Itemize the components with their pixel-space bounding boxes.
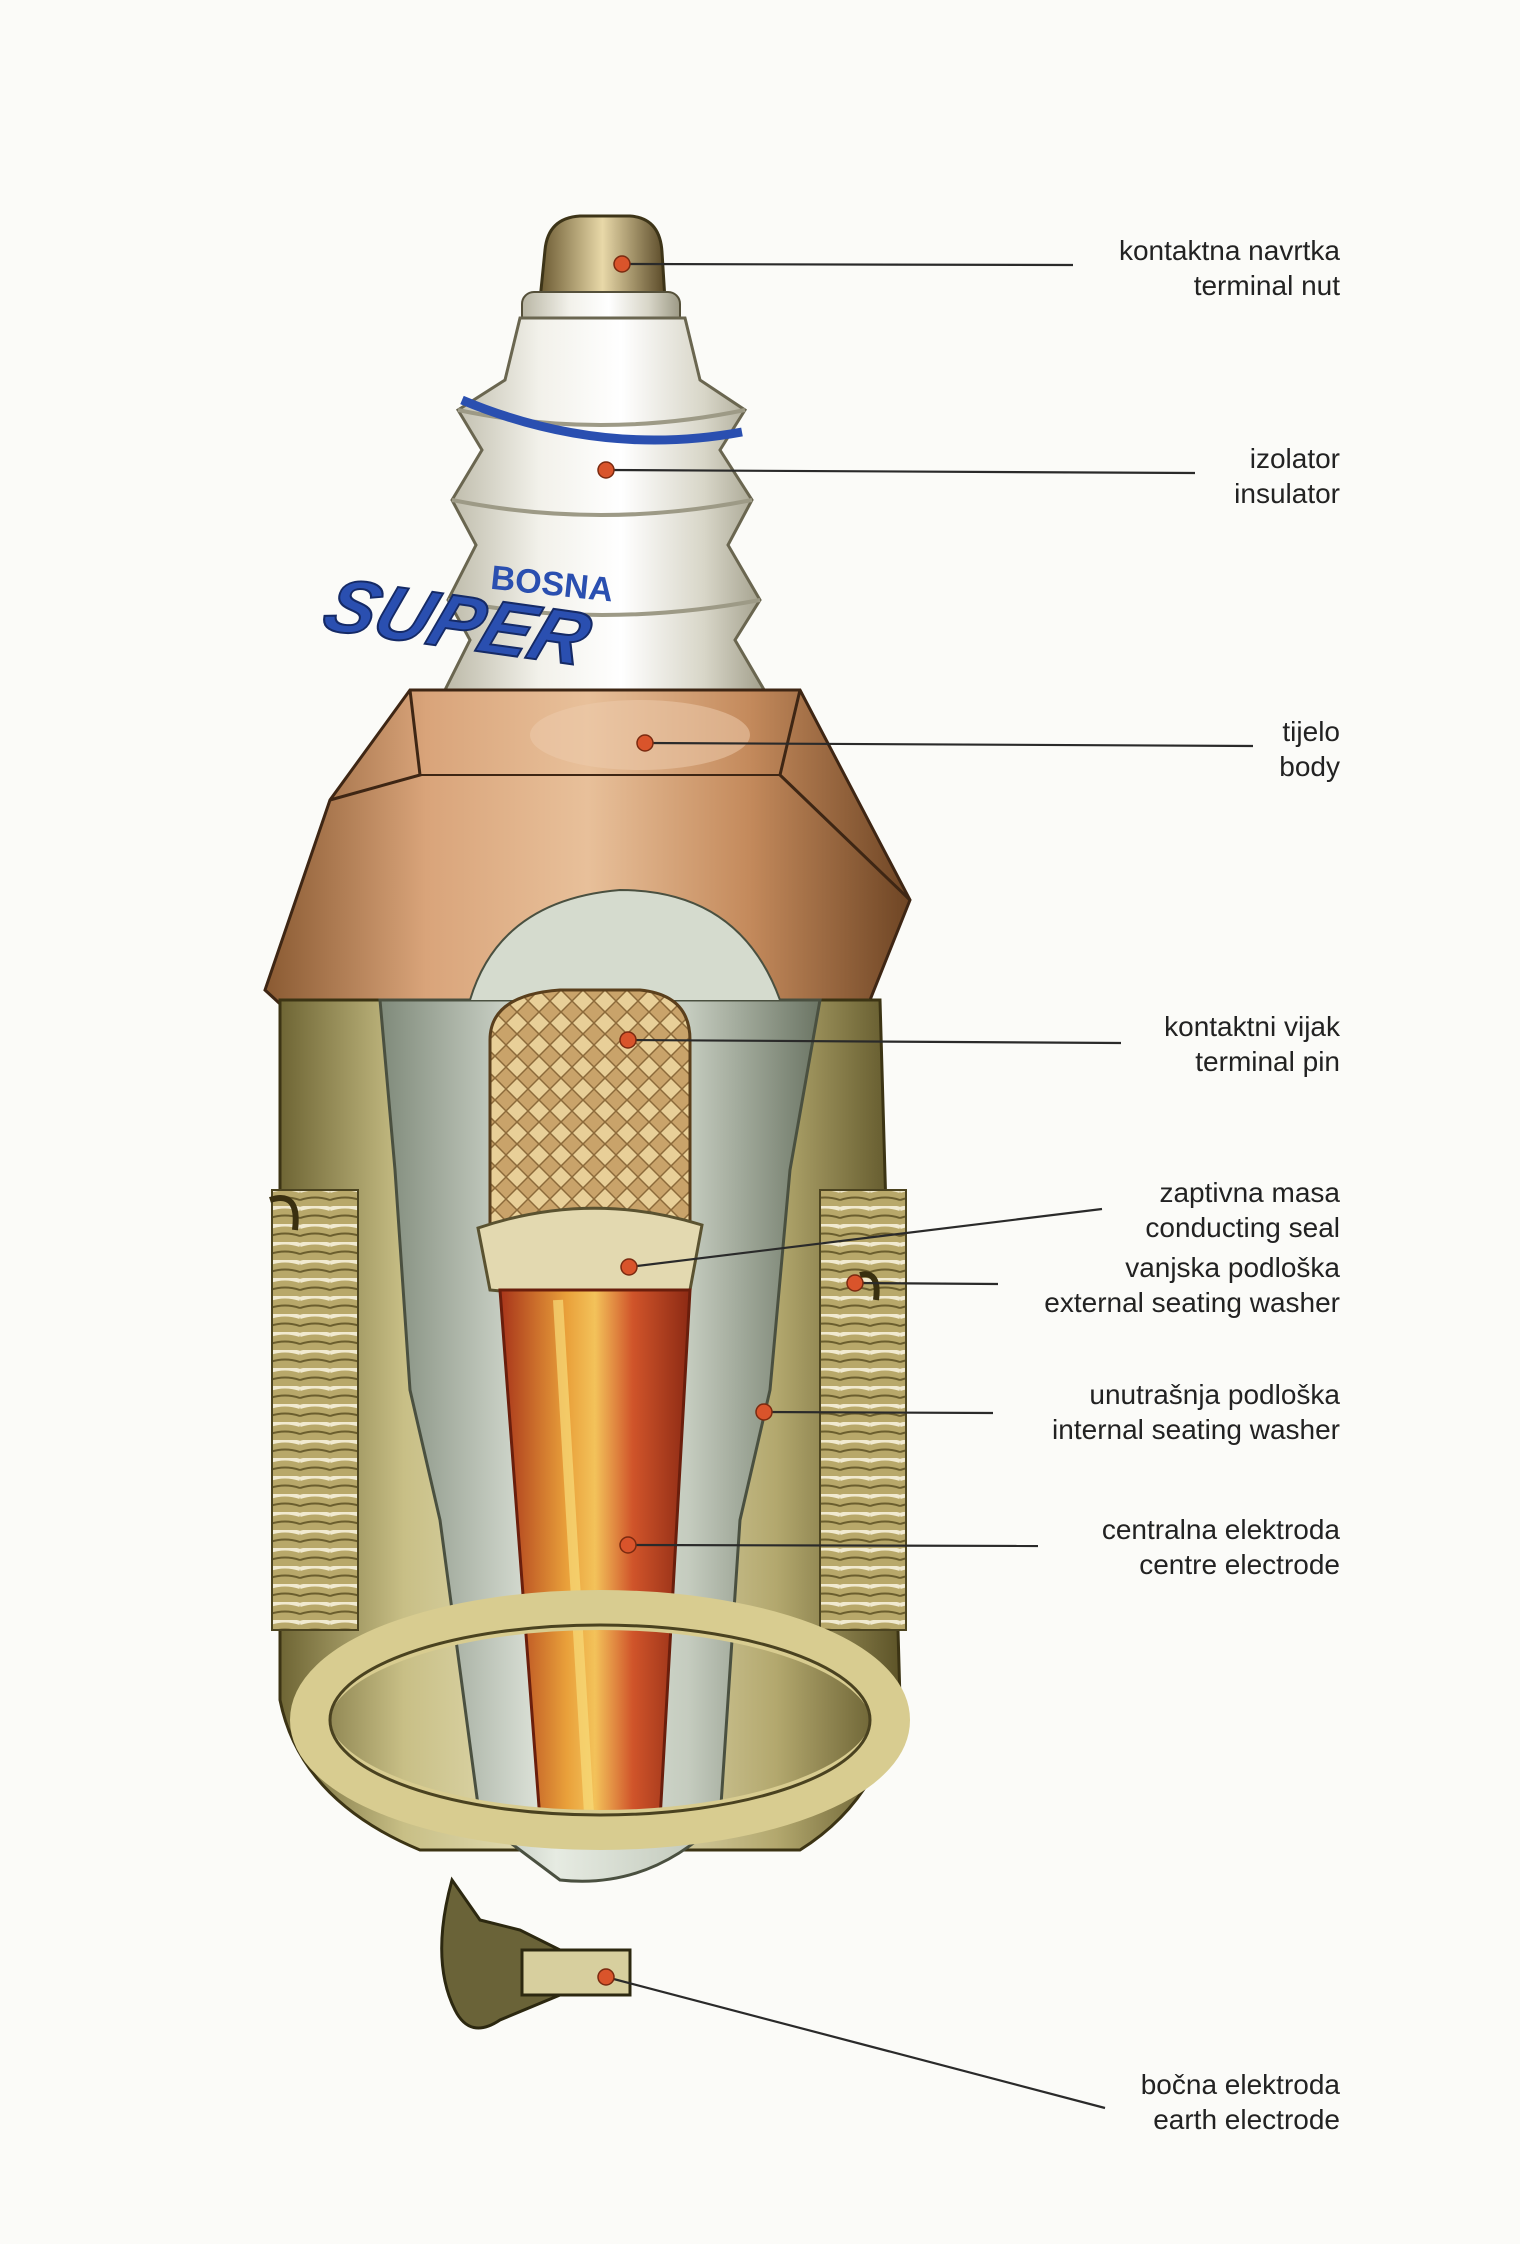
label-terminal-pin: kontaktni vijak terminal pin (1164, 1009, 1340, 1079)
terminal-pin (488, 988, 692, 1232)
label-body: tijelo body (1279, 714, 1340, 784)
label-insulator-english: insulator (1234, 478, 1340, 509)
earth-electrode (440, 1876, 632, 2030)
leader-line-internal-washer (763, 1410, 994, 1415)
terminal-nut (521, 214, 681, 329)
label-body-english: body (1279, 751, 1340, 782)
label-earth-electrode-local: bočna elektroda (1140, 2069, 1340, 2100)
label-external-washer-local: vanjska podloška (1125, 1252, 1340, 1283)
label-insulator: izolator insulator (1234, 441, 1340, 511)
dot-conducting-seal (620, 1258, 638, 1276)
label-external-washer-english: external seating washer (1044, 1287, 1340, 1318)
callout-dots (597, 255, 864, 1986)
label-terminal-nut: kontaktna navrtka terminal nut (1119, 233, 1340, 303)
label-earth-electrode: bočna elektroda earth electrode (1141, 2067, 1340, 2137)
label-body-local: tijelo (1282, 716, 1340, 747)
dot-terminal-pin (619, 1031, 637, 1049)
leader-line-conducting-seal (628, 1207, 1103, 1269)
label-external-washer: vanjska podloška external seating washer (1044, 1250, 1340, 1320)
label-internal-washer: unutrašnja podloška internal seating was… (1052, 1377, 1340, 1447)
leader-line-terminal-nut (621, 262, 1074, 267)
label-internal-washer-english: internal seating washer (1052, 1414, 1340, 1445)
leader-line-insulator (605, 468, 1196, 475)
label-terminal-nut-local: kontaktna navrtka (1118, 235, 1340, 266)
label-insulator-local: izolator (1249, 443, 1340, 474)
insulator-blue-ring (460, 395, 743, 445)
dot-external-washer (846, 1274, 864, 1292)
label-conducting-seal-local: zaptivna masa (1159, 1177, 1340, 1208)
dot-body (636, 734, 654, 752)
insulator: BOSNA SUPER (312, 316, 773, 702)
label-conducting-seal-english: conducting seal (1145, 1212, 1340, 1243)
label-conducting-seal: zaptivna masa conducting seal (1145, 1175, 1340, 1245)
label-earth-electrode-english: earth electrode (1153, 2104, 1340, 2135)
shell-opening (290, 1590, 910, 1850)
label-terminal-pin-local: kontaktni vijak (1164, 1011, 1340, 1042)
leader-line-earth-electrode (605, 1975, 1106, 2110)
label-centre-electrode-local: centralna elektroda (1101, 1514, 1340, 1545)
label-terminal-nut-english: terminal nut (1193, 270, 1340, 301)
label-terminal-pin-english: terminal pin (1195, 1046, 1340, 1077)
leader-lines (605, 262, 1254, 2110)
label-centre-electrode-english: centre electrode (1139, 1549, 1340, 1580)
leader-line-external-washer (854, 1281, 999, 1286)
leader-line-centre-electrode (627, 1543, 1039, 1548)
conducting-seal (476, 1206, 704, 1297)
dot-earth-electrode (597, 1968, 615, 1986)
label-centre-electrode: centralna elektroda centre electrode (1102, 1512, 1340, 1582)
dot-insulator (597, 461, 615, 479)
leader-line-body (644, 741, 1254, 748)
label-internal-washer-local: unutrašnja podloška (1089, 1379, 1340, 1410)
dot-terminal-nut (613, 255, 631, 273)
dot-internal-washer (755, 1403, 773, 1421)
dot-centre-electrode (619, 1536, 637, 1554)
leader-line-terminal-pin (627, 1038, 1122, 1045)
